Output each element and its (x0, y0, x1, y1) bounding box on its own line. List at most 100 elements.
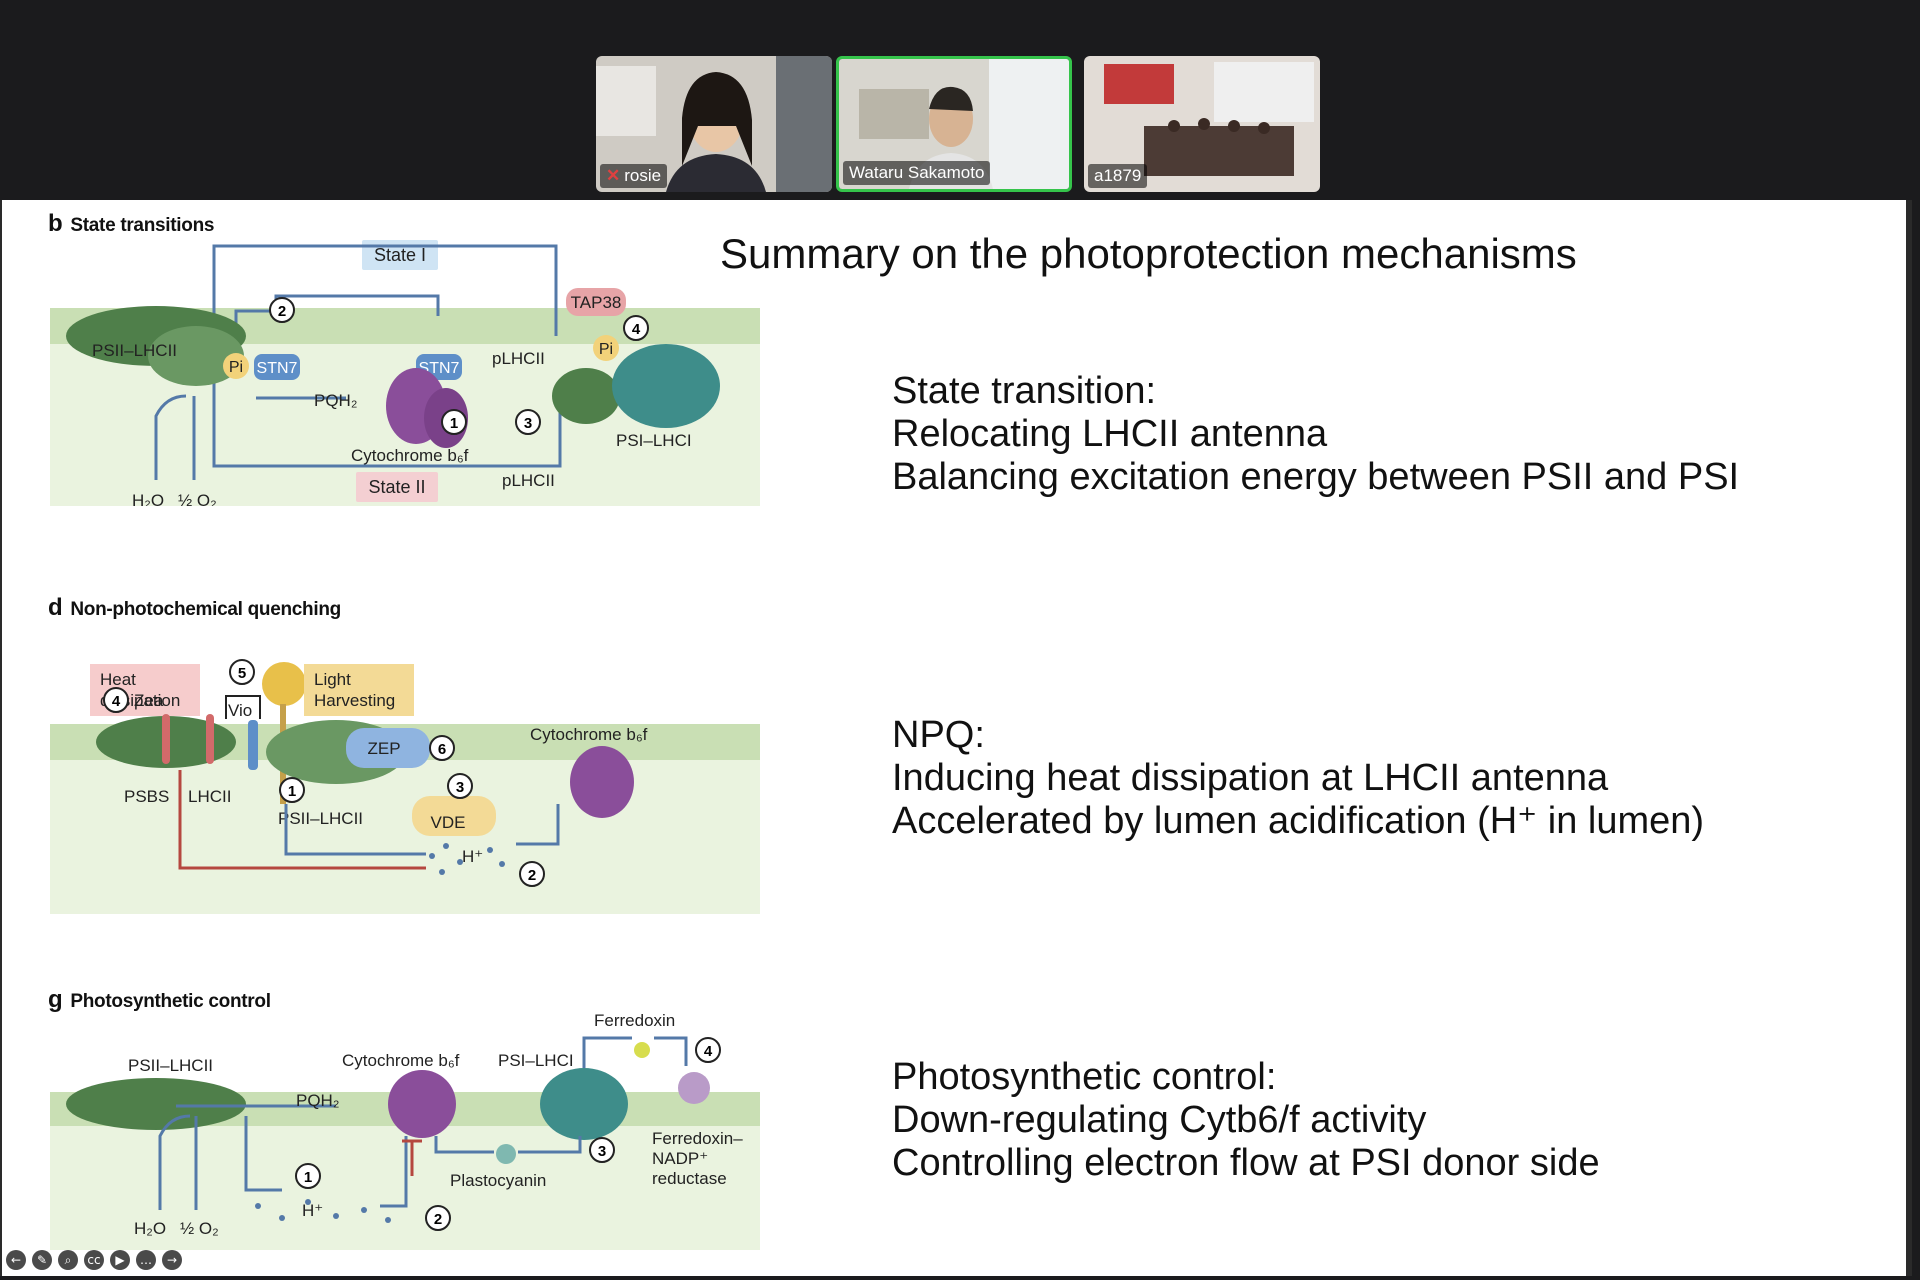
ferredoxin-label: Ferredoxin (594, 1011, 675, 1030)
proton-control-label: H⁺ (302, 1201, 323, 1220)
forward-icon[interactable]: → (162, 1250, 182, 1270)
proton-label: H⁺ (462, 847, 483, 866)
svg-text:3: 3 (598, 1143, 606, 1160)
o2-label: ½ O₂ (178, 491, 217, 506)
svg-text:STN7: STN7 (257, 360, 298, 377)
svg-text:3: 3 (456, 779, 464, 796)
psi-label: PSI–LHCI (616, 431, 692, 450)
state1-arrow (212, 244, 558, 364)
cyt-control-label: Cytochrome b₆f (342, 1051, 460, 1070)
cytochrome-b6f-npq-protein (570, 746, 634, 818)
zep-protein (346, 728, 430, 768)
more-icon[interactable]: … (136, 1250, 156, 1270)
h2o-label: H₂O (132, 491, 164, 506)
photosynthetic-control-diagram: PSII–LHCII PQH₂ Cytochrome b₆f PSI–LHCI … (50, 1011, 760, 1250)
svg-text:Pi: Pi (599, 341, 613, 358)
plastocyanin-protein (496, 1144, 516, 1164)
svg-text:2: 2 (434, 1211, 442, 1228)
state2-label-bg (356, 472, 438, 502)
participant-name-rosie: ✕rosie (600, 164, 668, 188)
psi-lhci-protein (612, 344, 720, 428)
psii-npq-label: PSII–LHCII (278, 809, 363, 828)
captions-icon[interactable]: cc (84, 1250, 104, 1270)
tap38-badge (566, 288, 626, 316)
svg-text:3: 3 (524, 415, 532, 432)
cytochrome-b6f-control-protein (388, 1070, 456, 1138)
psii-control-label: PSII–LHCII (128, 1056, 213, 1075)
svg-text:1: 1 (450, 415, 458, 432)
sun-icon (262, 662, 306, 706)
pen-icon[interactable]: ✎ (32, 1250, 52, 1270)
fnr-protein (678, 1072, 710, 1104)
back-icon[interactable]: ← (6, 1250, 26, 1270)
plhcii-top-label: pLHCII (492, 349, 545, 368)
plastocyanin-label: Plastocyanin (450, 1171, 546, 1190)
proton-dots (429, 843, 505, 875)
state2-label: State II (368, 477, 425, 497)
light-harvesting-box (304, 664, 414, 716)
svg-text:reductase: reductase (652, 1169, 727, 1188)
vde-protein (412, 796, 496, 836)
slide-toolbar: ← ✎ ⌕ cc ▶ … → (6, 1250, 182, 1270)
svg-text:5: 5 (238, 665, 246, 682)
plhcii-protein (552, 368, 620, 424)
cyt-label: Cytochrome b₆f (351, 446, 469, 465)
o2-control-label: ½ O₂ (180, 1219, 219, 1238)
svg-text:2: 2 (278, 303, 286, 320)
npq-diagram: Heat dissipation Light Harvesting 4 Zea … (50, 659, 760, 914)
state1-label: State I (374, 245, 426, 265)
zep-label: ZEP (367, 739, 400, 758)
proton-dots-control (255, 1199, 391, 1223)
state2-arrow (212, 364, 562, 468)
lhcii-label: LHCII (188, 787, 231, 806)
svg-text:Light: Light (314, 670, 351, 689)
psi-control-label: PSI–LHCI (498, 1051, 574, 1070)
psii-label: PSII–LHCII (92, 341, 177, 360)
pqh2-control-label: PQH₂ (296, 1091, 339, 1110)
svg-text:Ferredoxin–: Ferredoxin– (652, 1129, 743, 1148)
svg-text:Heat: Heat (100, 670, 136, 689)
psbs-label: PSBS (124, 787, 169, 806)
pi-right (593, 335, 619, 361)
participant-tile-wataru[interactable]: Wataru Sakamoto (836, 56, 1072, 192)
svg-text:4: 4 (112, 693, 121, 710)
svg-text:6: 6 (438, 741, 446, 758)
svg-text:1: 1 (288, 783, 296, 800)
ferredoxin-protein (634, 1042, 650, 1058)
slide-title: Summary on the photoprotection mechanism… (720, 230, 1577, 277)
photosynthetic-control-summary: Photosynthetic control: Down-regulating … (892, 1056, 1600, 1184)
svg-text:2: 2 (528, 867, 536, 884)
plhcii-bottom-label: pLHCII (502, 471, 555, 490)
state-transitions-diagram: State I State II PSII–LHCII Pi STN7 STN7… (50, 240, 760, 506)
svg-text:4: 4 (632, 321, 641, 338)
red-feedback-arrow (178, 770, 426, 870)
mic-muted-icon: ✕ (606, 166, 621, 185)
svg-text:Harvesting: Harvesting (314, 691, 395, 710)
svg-text:1: 1 (304, 1169, 312, 1186)
svg-text:NADP⁺: NADP⁺ (652, 1149, 708, 1168)
svg-text:4: 4 (704, 1043, 713, 1060)
cyt-npq-label: Cytochrome b₆f (530, 725, 648, 744)
pi-left (223, 353, 249, 379)
shared-slide: Summary on the photoprotection mechanism… (0, 200, 1912, 1276)
participant-name-a1879: a1879 (1088, 164, 1148, 188)
svg-text:TAP38: TAP38 (571, 293, 622, 312)
participant-tile-a1879[interactable]: a1879 (1084, 56, 1320, 192)
svg-text:Pi: Pi (229, 359, 243, 376)
zea-label: Zea (134, 691, 164, 710)
psii-lhcii-control-protein (66, 1078, 246, 1130)
state-transition-summary: State transition: Relocating LHCII anten… (892, 370, 1740, 498)
psii-lhcii-protein (66, 306, 246, 386)
zoom-icon[interactable]: ⌕ (58, 1250, 78, 1270)
video-strip: ✕rosie Wataru Sakamoto a1879 (0, 0, 1920, 200)
psi-lhci-control-protein (540, 1068, 628, 1140)
participant-tile-rosie[interactable]: ✕rosie (596, 56, 832, 192)
stn7-left (254, 354, 300, 380)
pqh2-label: PQH₂ (314, 391, 357, 410)
npq-summary: NPQ: Inducing heat dissipation at LHCII … (892, 714, 1705, 842)
camera-icon[interactable]: ▶ (110, 1250, 130, 1270)
vde-label: VDE (431, 813, 466, 832)
